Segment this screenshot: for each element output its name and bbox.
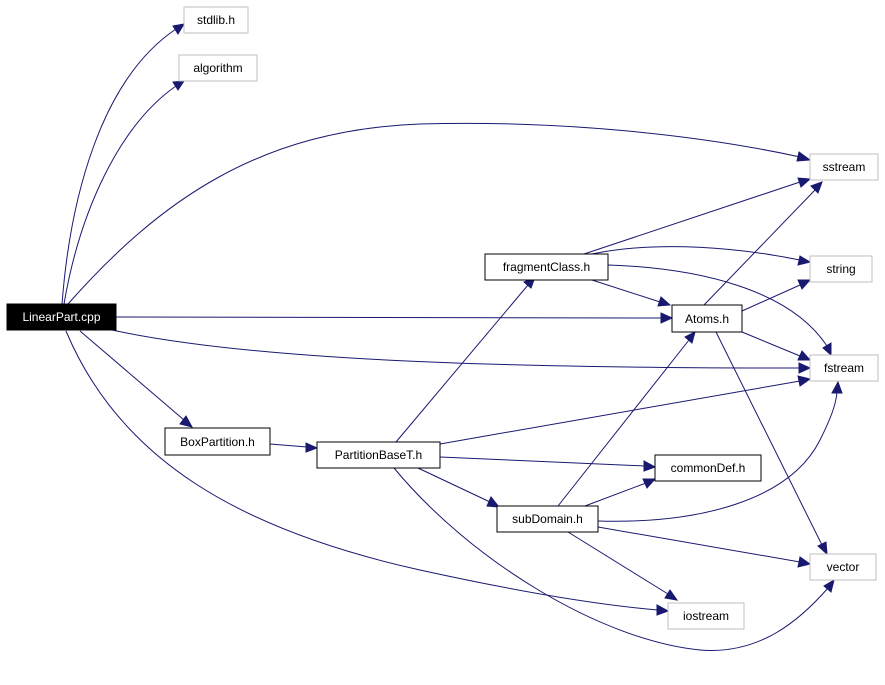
node-iostream[interactable]: iostream <box>667 602 745 630</box>
edges <box>61 23 843 651</box>
edge-linearpart-to-algorithm <box>63 85 177 305</box>
node-label: algorithm <box>193 61 242 75</box>
node-label: iostream <box>683 609 729 623</box>
node-label: LinearPart.cpp <box>22 310 100 324</box>
edge-arrowhead <box>797 375 812 387</box>
edge-arrowhead <box>822 342 832 357</box>
node-label: string <box>826 262 855 276</box>
edge-arrowhead <box>684 331 696 344</box>
edge-arrowhead <box>831 380 843 394</box>
edge-linearpart-to-fstream <box>111 329 801 369</box>
edge-arrowhead <box>796 151 812 162</box>
edge-atoms-to-vector <box>715 331 823 546</box>
edge-arrowhead <box>823 578 835 593</box>
node-partitionbaset-h[interactable]: PartitionBaseT.h <box>316 441 441 469</box>
edge-linearpart-to-atoms <box>115 316 663 319</box>
edge-arrowhead <box>810 181 823 194</box>
edge-linearpart-to-boxpartition <box>79 330 185 421</box>
edge-arrowhead <box>797 350 812 361</box>
edge-arrowhead <box>486 496 501 508</box>
edge-arrowhead <box>305 442 319 453</box>
edge-arrowhead <box>797 177 812 188</box>
node-subdomain-h[interactable]: subDomain.h <box>496 505 599 533</box>
edge-subdomain-to-commondef <box>584 482 647 507</box>
node-atoms-h[interactable]: Atoms.h <box>671 304 743 333</box>
node-label: subDomain.h <box>512 512 583 526</box>
node-label: commonDef.h <box>671 461 746 475</box>
edge-atoms-to-sstream <box>703 189 816 306</box>
edge-arrowhead <box>643 460 657 472</box>
nodes: LinearPart.cpp stdlib.h algorithm sstrea… <box>6 6 879 630</box>
edge-arrowhead <box>657 296 672 307</box>
node-label: BoxPartition.h <box>180 435 255 449</box>
edge-arrowhead <box>656 604 670 616</box>
edge-atoms-to-string <box>741 284 801 312</box>
node-label: fragmentClass.h <box>503 260 590 274</box>
edge-atoms-to-fstream <box>741 331 801 357</box>
edge-fragmentclass-to-sstream <box>583 181 801 255</box>
edge-arrowhead <box>664 589 679 601</box>
edge-arrowhead <box>642 478 657 489</box>
node-label: sstream <box>823 160 866 174</box>
node-fragmentclass-h[interactable]: fragmentClass.h <box>484 253 609 281</box>
edge-arrowhead <box>797 279 812 290</box>
edge-subdomain-to-vector <box>597 526 801 563</box>
edge-fragmentclass-to-atoms <box>591 279 661 303</box>
edge-partitionbaset-to-vector <box>393 467 829 651</box>
edge-partitionbaset-to-fragmentclass <box>395 284 529 443</box>
edge-fragmentclass-to-string <box>591 246 801 261</box>
edge-subdomain-to-atoms <box>557 339 690 507</box>
node-sstream[interactable]: sstream <box>809 153 879 181</box>
edge-linearpart-to-sstream <box>67 122 801 305</box>
node-label: Atoms.h <box>685 312 729 326</box>
node-vector[interactable]: vector <box>809 553 877 581</box>
edge-boxpartition-to-partitionbaset <box>269 443 308 448</box>
node-boxpartition-h[interactable]: BoxPartition.h <box>164 427 271 456</box>
edge-arrowhead <box>797 556 812 568</box>
node-commondef-h[interactable]: commonDef.h <box>654 454 762 482</box>
node-linearpart-cpp[interactable]: LinearPart.cpp <box>6 303 117 331</box>
node-label: stdlib.h <box>197 13 235 27</box>
edge-subdomain-to-fstream <box>597 391 838 522</box>
edge-arrowhead <box>660 312 674 324</box>
edge-arrowhead <box>817 541 828 556</box>
edge-partitionbaset-to-commondef <box>439 456 646 467</box>
node-string[interactable]: string <box>809 255 873 283</box>
node-label: PartitionBaseT.h <box>335 448 422 462</box>
node-label: vector <box>827 560 860 574</box>
edge-linearpart-to-iostream <box>65 330 659 611</box>
edge-arrowhead <box>172 23 185 35</box>
edge-arrowhead <box>179 415 193 428</box>
edge-partitionbaset-to-fstream <box>439 380 801 445</box>
edge-subdomain-to-iostream <box>567 531 669 595</box>
edge-arrowhead <box>797 255 812 266</box>
edge-partitionbaset-to-subdomain <box>417 467 491 503</box>
node-fstream[interactable]: fstream <box>809 354 879 382</box>
node-label: fstream <box>824 361 864 375</box>
edge-fragmentclass-to-fstream <box>607 264 828 347</box>
edge-linearpart-to-stdlib <box>61 28 177 305</box>
node-algorithm[interactable]: algorithm <box>178 54 258 82</box>
edge-arrowhead <box>172 80 185 91</box>
edge-arrowhead <box>798 362 812 374</box>
node-stdlib-h[interactable]: stdlib.h <box>183 6 249 34</box>
